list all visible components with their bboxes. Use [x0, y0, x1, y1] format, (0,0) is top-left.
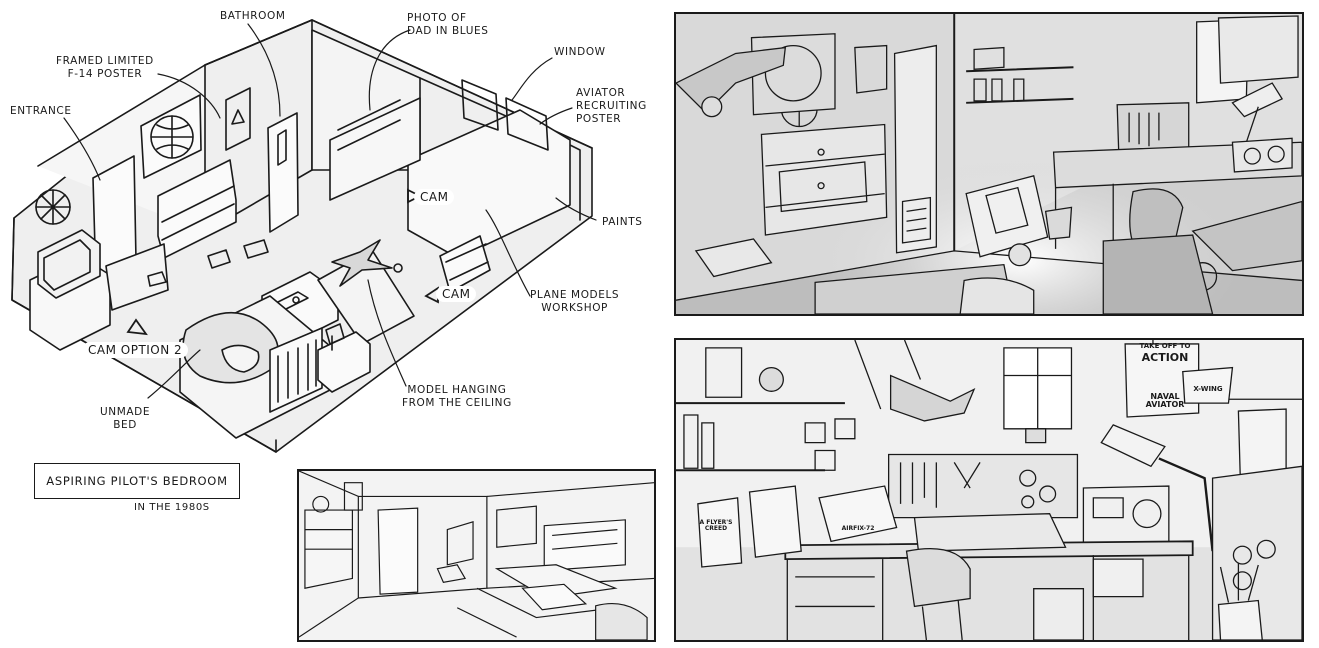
poster-flyers-creed: A Flyer's Creed: [699, 519, 733, 533]
label-framed-poster: Framed Limited F-14 Poster: [56, 55, 154, 80]
panel-workshop-closeup: [674, 338, 1304, 642]
cam-label-2: CAM: [436, 286, 477, 302]
label-hanging-model: Model Hanging From the Ceiling: [402, 384, 512, 409]
label-bed: Unmade Bed: [100, 406, 151, 431]
label-bathroom: Bathroom: [220, 10, 286, 22]
poster-take-off: Take off to: [1139, 342, 1191, 350]
label-workshop: Plane Models Workshop: [530, 289, 620, 314]
poster-action: Action: [1141, 351, 1189, 364]
label-photo: Photo of Dad in Blues: [407, 12, 489, 37]
panel-entrance-view: [297, 469, 656, 642]
panel-desk-wide-view: [674, 12, 1304, 316]
label-entrance: Entrance: [10, 105, 72, 117]
poster-naval-aviator: Naval Aviator: [1145, 392, 1185, 410]
box-airfix: Airfix-72: [841, 525, 875, 532]
label-aviator-poster: Aviator Recruiting Poster: [576, 87, 647, 125]
title-box: Aspiring Pilot's Bedroom: [34, 463, 240, 499]
label-window: Window: [554, 46, 606, 58]
poster-xwing: X-Wing: [1193, 385, 1223, 393]
label-paints: Paints: [602, 216, 643, 228]
page-title: Aspiring Pilot's Bedroom: [46, 474, 228, 488]
cam-label-option2: CAM OPTION 2: [82, 342, 189, 358]
page-subtitle: In the 1980s: [134, 502, 210, 513]
cam-label-1: CAM: [414, 189, 455, 205]
